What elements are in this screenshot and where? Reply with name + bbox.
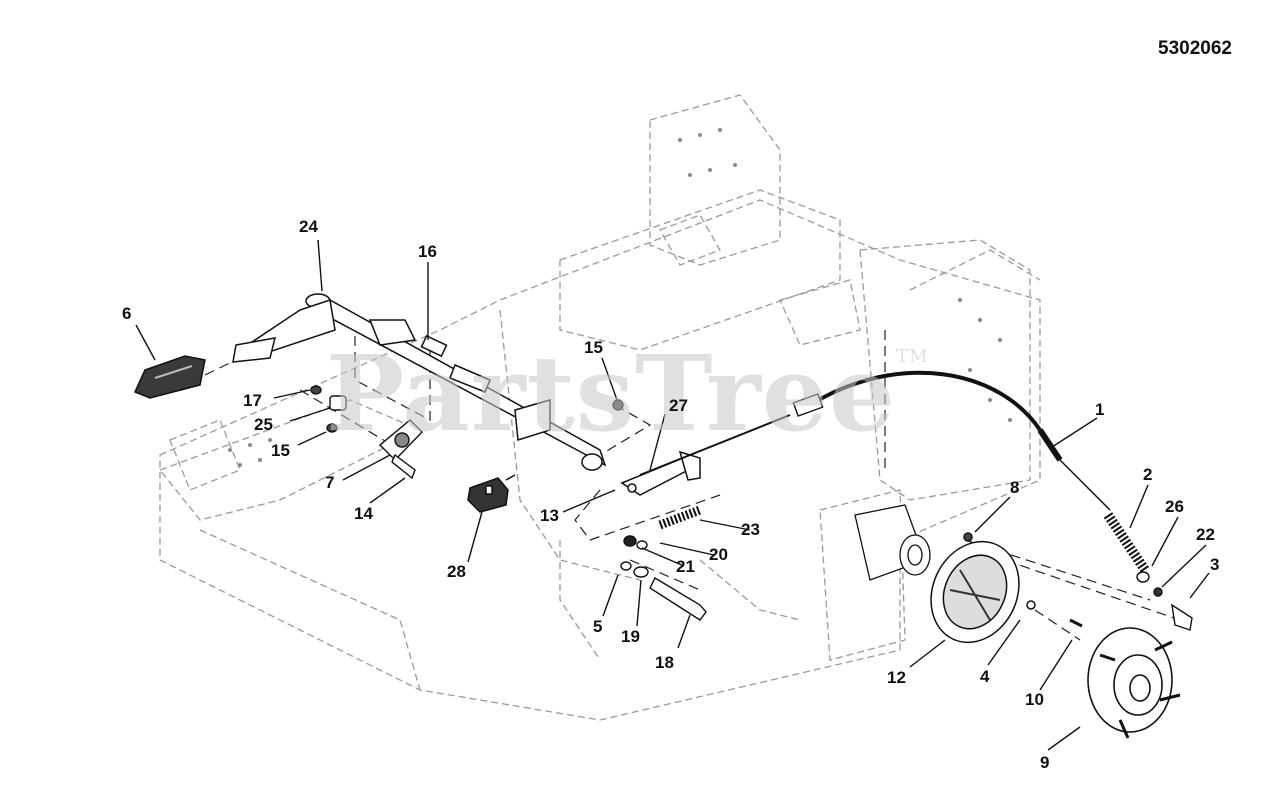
callout-18[interactable]: 18 [655,653,674,672]
callout-4[interactable]: 4 [980,667,990,686]
spring-and-fasteners [620,505,707,621]
callout-5[interactable]: 5 [593,617,603,636]
callout-15[interactable]: 15 [584,338,603,357]
brake-drum [1087,627,1181,739]
callout-19[interactable]: 19 [621,627,640,646]
watermark-brand: PartsTree [326,332,897,455]
callout-27[interactable]: 27 [669,396,688,415]
callout-28[interactable]: 28 [447,562,466,581]
callout-16[interactable]: 16 [418,242,437,261]
chassis-holes [228,128,1012,467]
callout-7[interactable]: 7 [325,473,335,492]
switch-part [467,474,516,513]
small-hardware [310,385,624,480]
callout-25[interactable]: 25 [254,415,273,434]
watermark: PartsTreeTM [326,342,929,446]
pedal-shaft-assembly [232,293,607,471]
diagram-id: 5302062 [1158,38,1232,59]
leader-lines [135,239,1210,751]
callout-23[interactable]: 23 [741,520,760,539]
callout-6[interactable]: 6 [122,304,132,323]
callout-17[interactable]: 17 [243,391,262,410]
chassis-frame-phantom [158,94,1041,721]
axle-housing [854,504,931,581]
callout-14[interactable]: 14 [354,504,373,523]
pedal-pad [133,355,206,399]
callout-13[interactable]: 13 [540,506,559,525]
callout-3[interactable]: 3 [1210,555,1220,574]
exploded-view-lines [204,320,1181,641]
brake-assembly [930,532,1083,644]
cable-end-parts [1136,571,1193,631]
callout-22[interactable]: 22 [1196,525,1215,544]
callout-21[interactable]: 21 [676,557,695,576]
watermark-tm: TM [896,346,929,367]
callout-10[interactable]: 10 [1025,690,1044,709]
callout-2[interactable]: 2 [1143,465,1153,484]
brake-cable [792,370,1150,573]
bracket-and-rod [620,414,791,496]
callout-20[interactable]: 20 [709,545,728,564]
callout-15[interactable]: 15 [271,441,290,460]
callout-26[interactable]: 26 [1165,497,1184,516]
callout-9[interactable]: 9 [1040,753,1050,772]
callout-24[interactable]: 24 [299,217,318,236]
callout-1[interactable]: 1 [1095,400,1105,419]
callout-12[interactable]: 12 [887,668,906,687]
callout-8[interactable]: 8 [1010,478,1020,497]
